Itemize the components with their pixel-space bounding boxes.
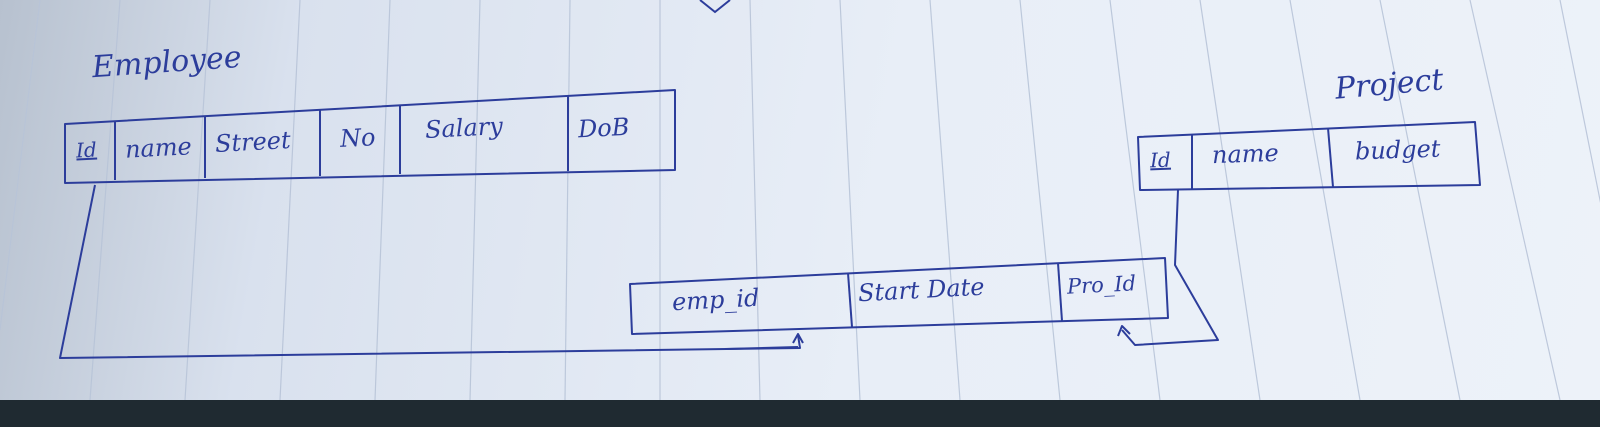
employee-col-dob: DoB (577, 112, 631, 144)
employee-col-street: Street (214, 126, 292, 158)
project-col-budget: budget (1354, 134, 1441, 166)
employee-col-salary: Salary (424, 111, 504, 145)
employee-col-name: name (124, 132, 193, 164)
desk-surface (0, 400, 1600, 427)
project-table-border (1137, 121, 1481, 191)
works-on-table-border (629, 257, 1169, 335)
works-on-col-emp-id: emp_id (671, 283, 761, 317)
works-on-col-pro-id: Pro_Id (1066, 271, 1137, 299)
employee-col-id: Id (75, 137, 98, 163)
project-id-connector (1121, 189, 1219, 346)
employee-col-no: No (339, 123, 377, 153)
works-on-col-start-date: Start Date (857, 272, 986, 308)
project-col-id: Id (1149, 147, 1172, 173)
employee-id-connector (59, 184, 801, 359)
employee-table-border (64, 89, 676, 184)
project-col-name: name (1211, 138, 1280, 170)
